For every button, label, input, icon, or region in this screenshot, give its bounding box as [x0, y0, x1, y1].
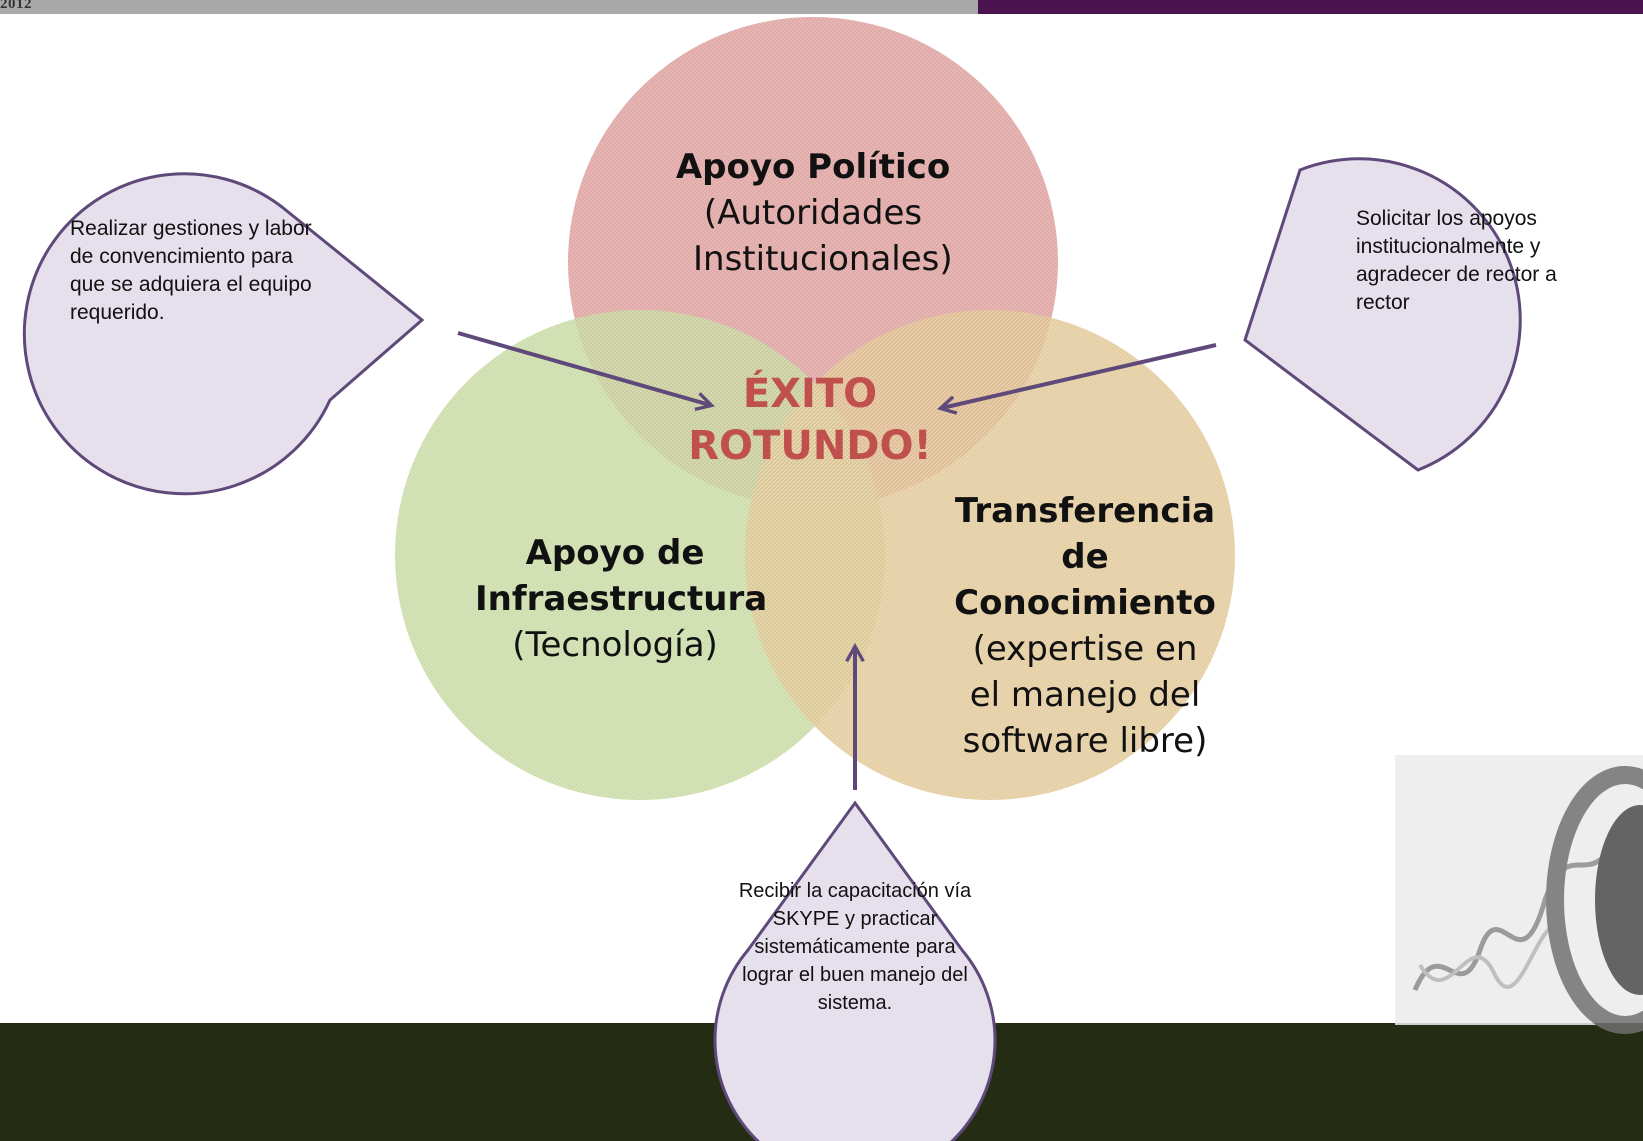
callout-right-text: Solicitar los apoyos institucionalmente … [1356, 207, 1557, 314]
dna-helix-icon [1395, 755, 1643, 1034]
infrastructure-subtitle: (Tecnología) [512, 625, 718, 665]
year-label: 2012 [0, 0, 32, 12]
political-title: Apoyo Político [675, 147, 951, 187]
callout-bottom-text: Recibir la capacitación vía SKYPE y prac… [738, 880, 972, 1014]
callout-bottom-shape [713, 800, 997, 1141]
callout-right-shape [1243, 157, 1522, 472]
callout-left-shape [22, 172, 425, 496]
knowledge-title: Transferencia de Conocimiento [954, 491, 1216, 623]
circle-infrastructure-text: Apoyo de Infraestructura (Tecnología) [475, 530, 768, 668]
callout-left-text: Realizar gestiones y labor de convencimi… [70, 217, 312, 324]
knowledge-subtitle: (expertise en el manejo del software lib… [962, 629, 1208, 761]
arrow-left [457, 331, 710, 405]
top-band-purple [978, 0, 1643, 14]
political-subtitle: (Autoridades Institucionales) [693, 193, 953, 279]
infrastructure-title: Apoyo de Infraestructura [475, 533, 768, 619]
center-line-1: ÉXITO [742, 371, 878, 417]
center-label: ÉXITO ROTUNDO! [680, 368, 940, 472]
circle-political-text: Apoyo Político (Autoridades Instituciona… [663, 144, 963, 282]
center-line-2: ROTUNDO! [688, 423, 932, 469]
arrow-right [942, 343, 1217, 408]
top-band-gray: 2012 [0, 0, 978, 14]
circle-knowledge-text: Transferencia de Conocimiento (expertise… [930, 488, 1240, 764]
